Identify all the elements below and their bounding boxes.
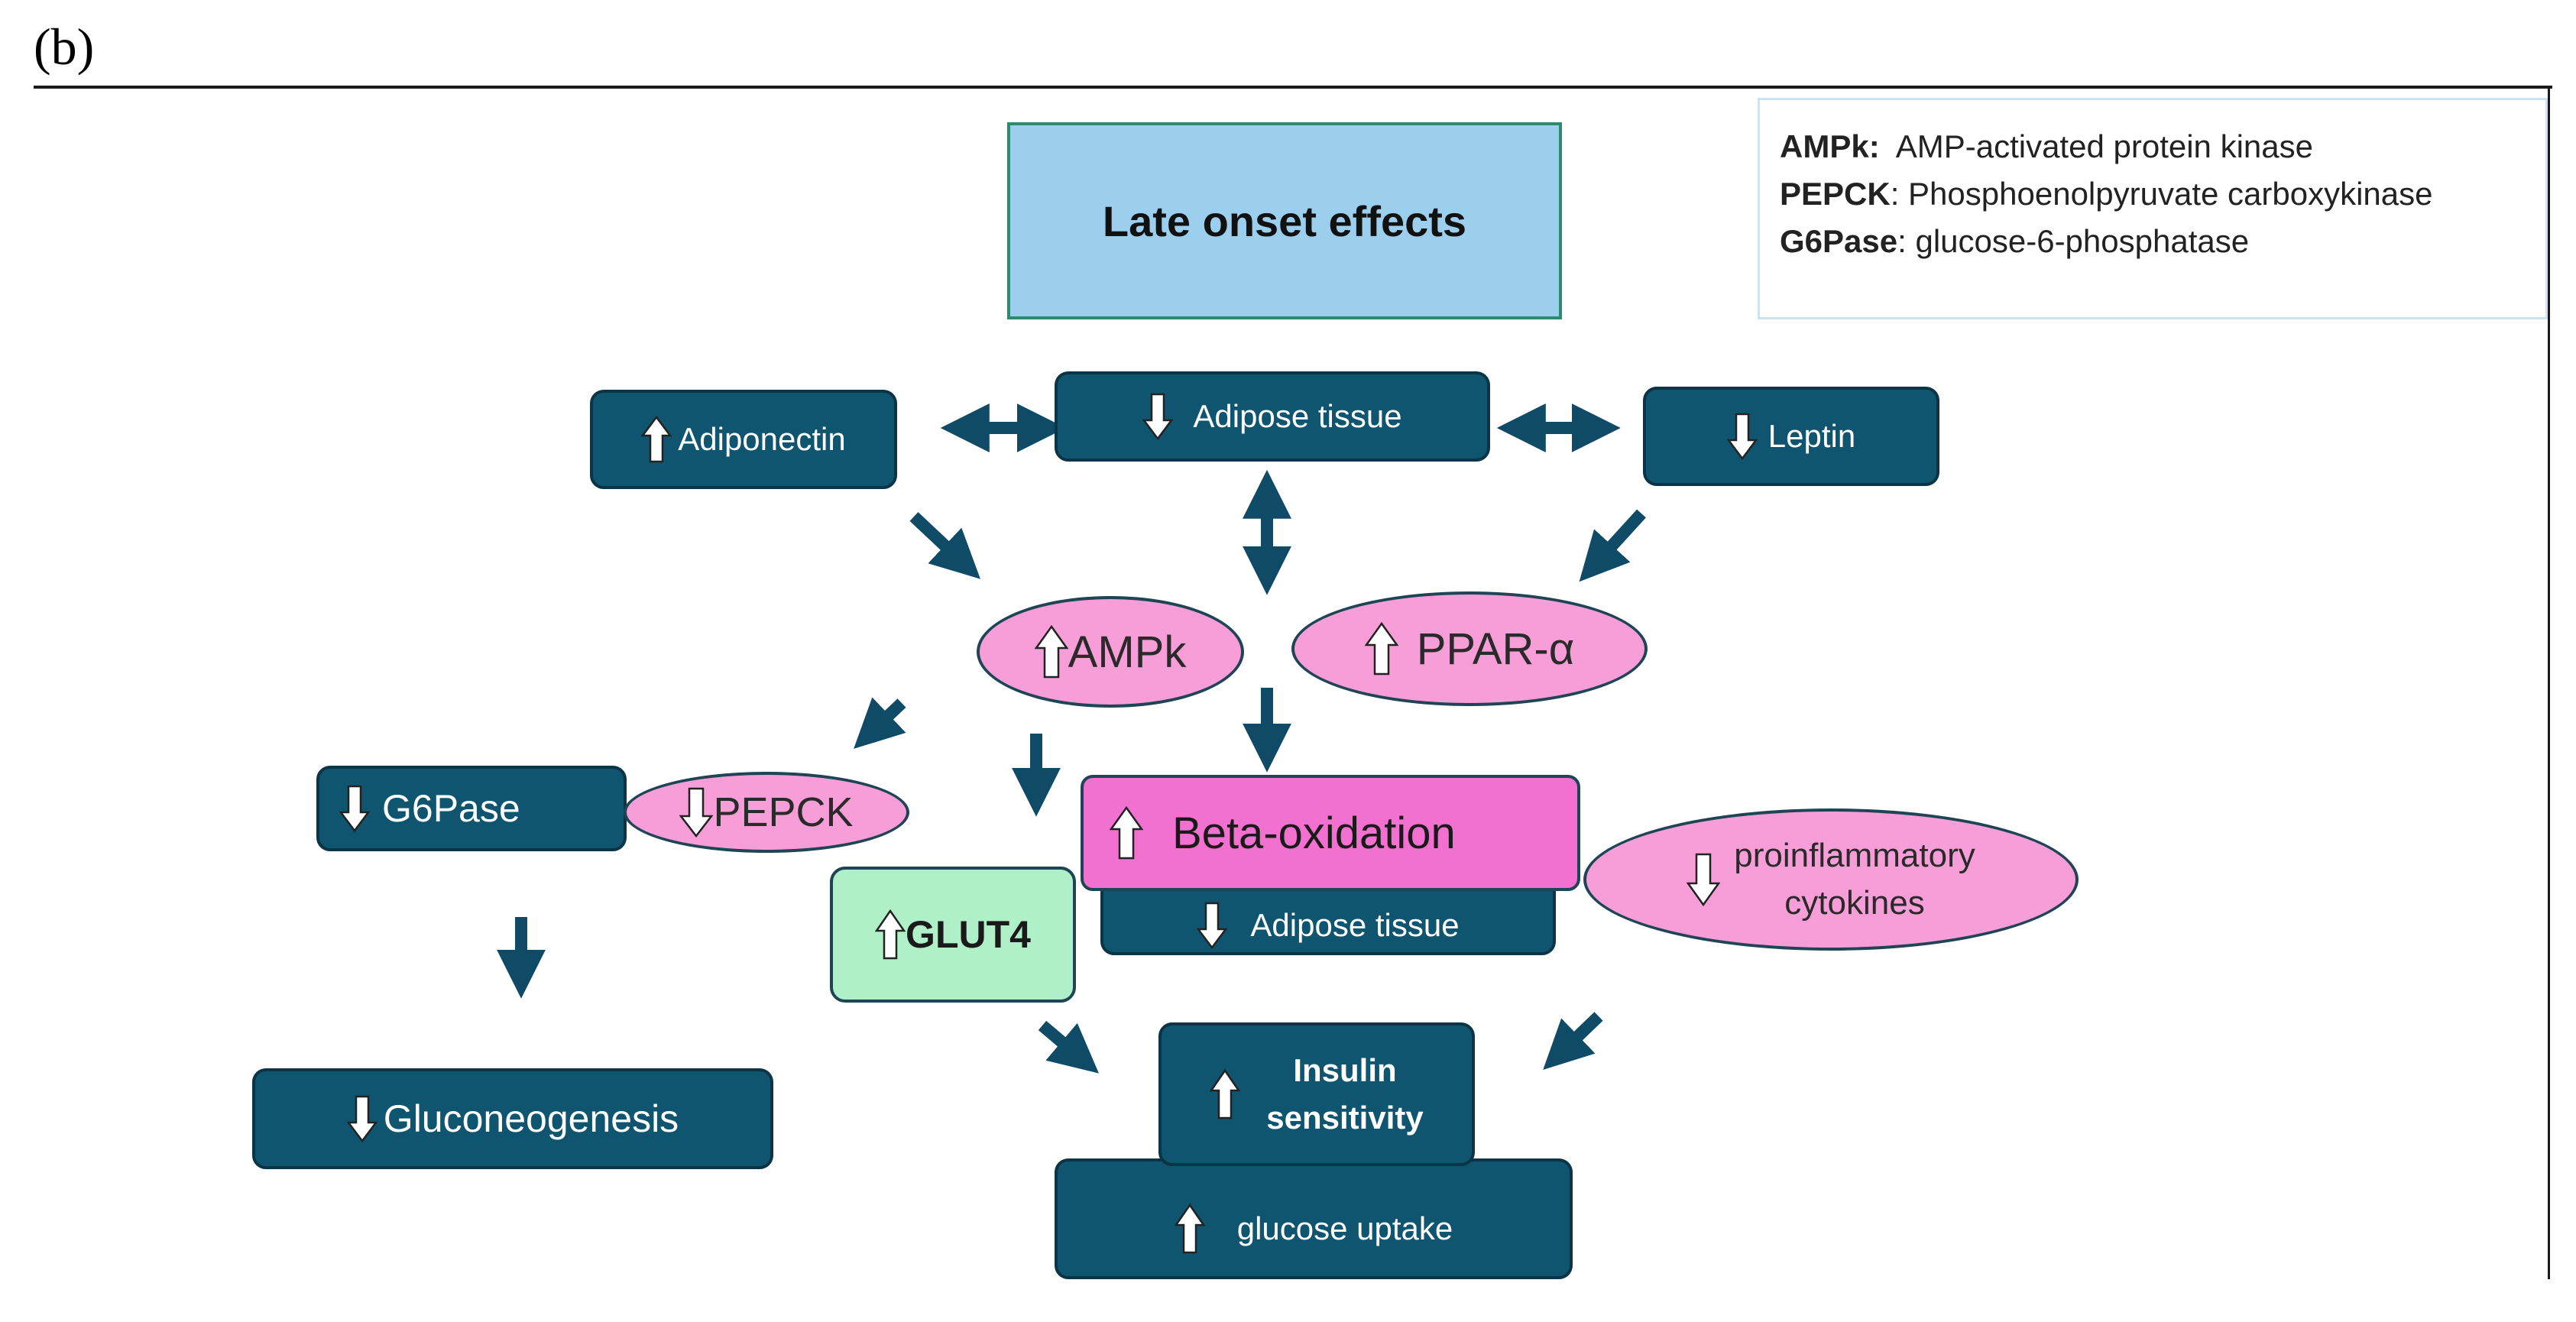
adiponectin-label: Adiponectin — [678, 421, 846, 457]
adiponectin-box: Adiponectin — [590, 390, 897, 489]
glucose-uptake-label: glucose uptake — [1236, 1210, 1453, 1246]
insulin-sensitivity-label: Insulin sensitivity — [1266, 1047, 1423, 1142]
up-arrow-icon — [1174, 1204, 1205, 1254]
top-rule — [34, 86, 2552, 89]
up-arrow-icon — [1110, 806, 1143, 860]
beta-oxidation-box: Beta-oxidation — [1081, 775, 1580, 891]
diagram-title: Late onset effects — [1102, 196, 1467, 245]
down-arrow-icon — [1687, 853, 1721, 906]
pepck-label: PEPCK — [713, 789, 854, 835]
title-box: Late onset effects — [1007, 122, 1562, 319]
legend-row-g6pase: G6Pase: glucose-6-phosphatase — [1780, 218, 2545, 265]
adipose-tissue-top-label: Adipose tissue — [1193, 398, 1402, 434]
beta-oxidation-label: Beta-oxidation — [1172, 808, 1456, 858]
legend-key: G6Pase — [1780, 223, 1898, 259]
legend-key: AMPk: — [1780, 128, 1880, 164]
glucose-uptake-box: glucose uptake — [1055, 1158, 1573, 1279]
ppar-alpha-label: PPAR-α — [1416, 624, 1575, 674]
up-arrow-icon — [1364, 622, 1398, 676]
proinflammatory-cytokines-ellipse: proinflammatory cytokines — [1583, 808, 2079, 951]
ampk-label: AMPk — [1068, 627, 1187, 677]
arrow-leptin-ppar — [1579, 509, 1646, 582]
arrow-cytokines-insulin — [1543, 1012, 1603, 1070]
arrow-ampk-pepck — [854, 697, 906, 749]
glut4-box: GLUT4 — [830, 867, 1076, 1003]
proinflammatory-line1: proinflammatory — [1734, 837, 1975, 874]
gluconeogenesis-label: Gluconeogenesis — [383, 1097, 679, 1140]
down-arrow-icon — [679, 787, 714, 838]
g6pase-label: G6Pase — [382, 787, 520, 830]
legend-desc: : Phosphoenolpyruvate carboxykinase — [1890, 176, 2433, 212]
down-arrow-icon — [346, 1095, 377, 1142]
legend-row-pepck: PEPCK: Phosphoenolpyruvate carboxykinase — [1780, 170, 2545, 218]
insulin-sensitivity-box: Insulin sensitivity — [1158, 1022, 1475, 1166]
leptin-label: Leptin — [1768, 418, 1856, 454]
arrow-adiponectin-ampk — [909, 512, 980, 579]
legend-row-ampk: AMPk: AMP-activated protein kinase — [1780, 123, 2545, 170]
gluconeogenesis-box: Gluconeogenesis — [252, 1068, 773, 1169]
legend-desc: AMP-activated protein kinase — [1895, 128, 2313, 164]
ampk-ellipse: AMPk — [977, 596, 1244, 708]
pepck-ellipse: PEPCK — [624, 772, 909, 853]
proinflammatory-line2: cytokines — [1784, 884, 1925, 922]
insulin-line1: Insulin — [1293, 1052, 1397, 1088]
legend-key: PEPCK — [1780, 176, 1891, 212]
leptin-box: Leptin — [1643, 387, 1939, 486]
arrow-glut4-insulin — [1038, 1020, 1099, 1074]
down-arrow-icon — [1142, 393, 1174, 440]
down-arrow-icon — [1197, 902, 1228, 949]
legend: AMPk: AMP-activated protein kinase PEPCK… — [1758, 98, 2548, 319]
adipose-tissue-mid-label: Adipose tissue — [1250, 907, 1460, 943]
insulin-line2: sensitivity — [1266, 1100, 1424, 1136]
proinflammatory-cytokines-label: proinflammatory cytokines — [1734, 832, 1975, 927]
legend-desc: : glucose-6-phosphatase — [1897, 223, 2250, 259]
down-arrow-icon — [1726, 413, 1758, 460]
up-arrow-icon — [875, 909, 906, 960]
adipose-tissue-mid-box: Adipose tissue — [1100, 879, 1556, 955]
adipose-tissue-top-box: Adipose tissue — [1055, 371, 1490, 462]
ppar-alpha-ellipse: PPAR-α — [1291, 591, 1648, 706]
panel-label: (b) — [34, 18, 95, 76]
up-arrow-icon — [1034, 625, 1068, 679]
glut4-label: GLUT4 — [906, 913, 1031, 956]
down-arrow-icon — [339, 785, 370, 832]
up-arrow-icon — [1210, 1069, 1241, 1119]
up-arrow-icon — [641, 416, 672, 463]
right-rule — [2548, 87, 2550, 1279]
g6pase-box: G6Pase — [316, 766, 627, 851]
